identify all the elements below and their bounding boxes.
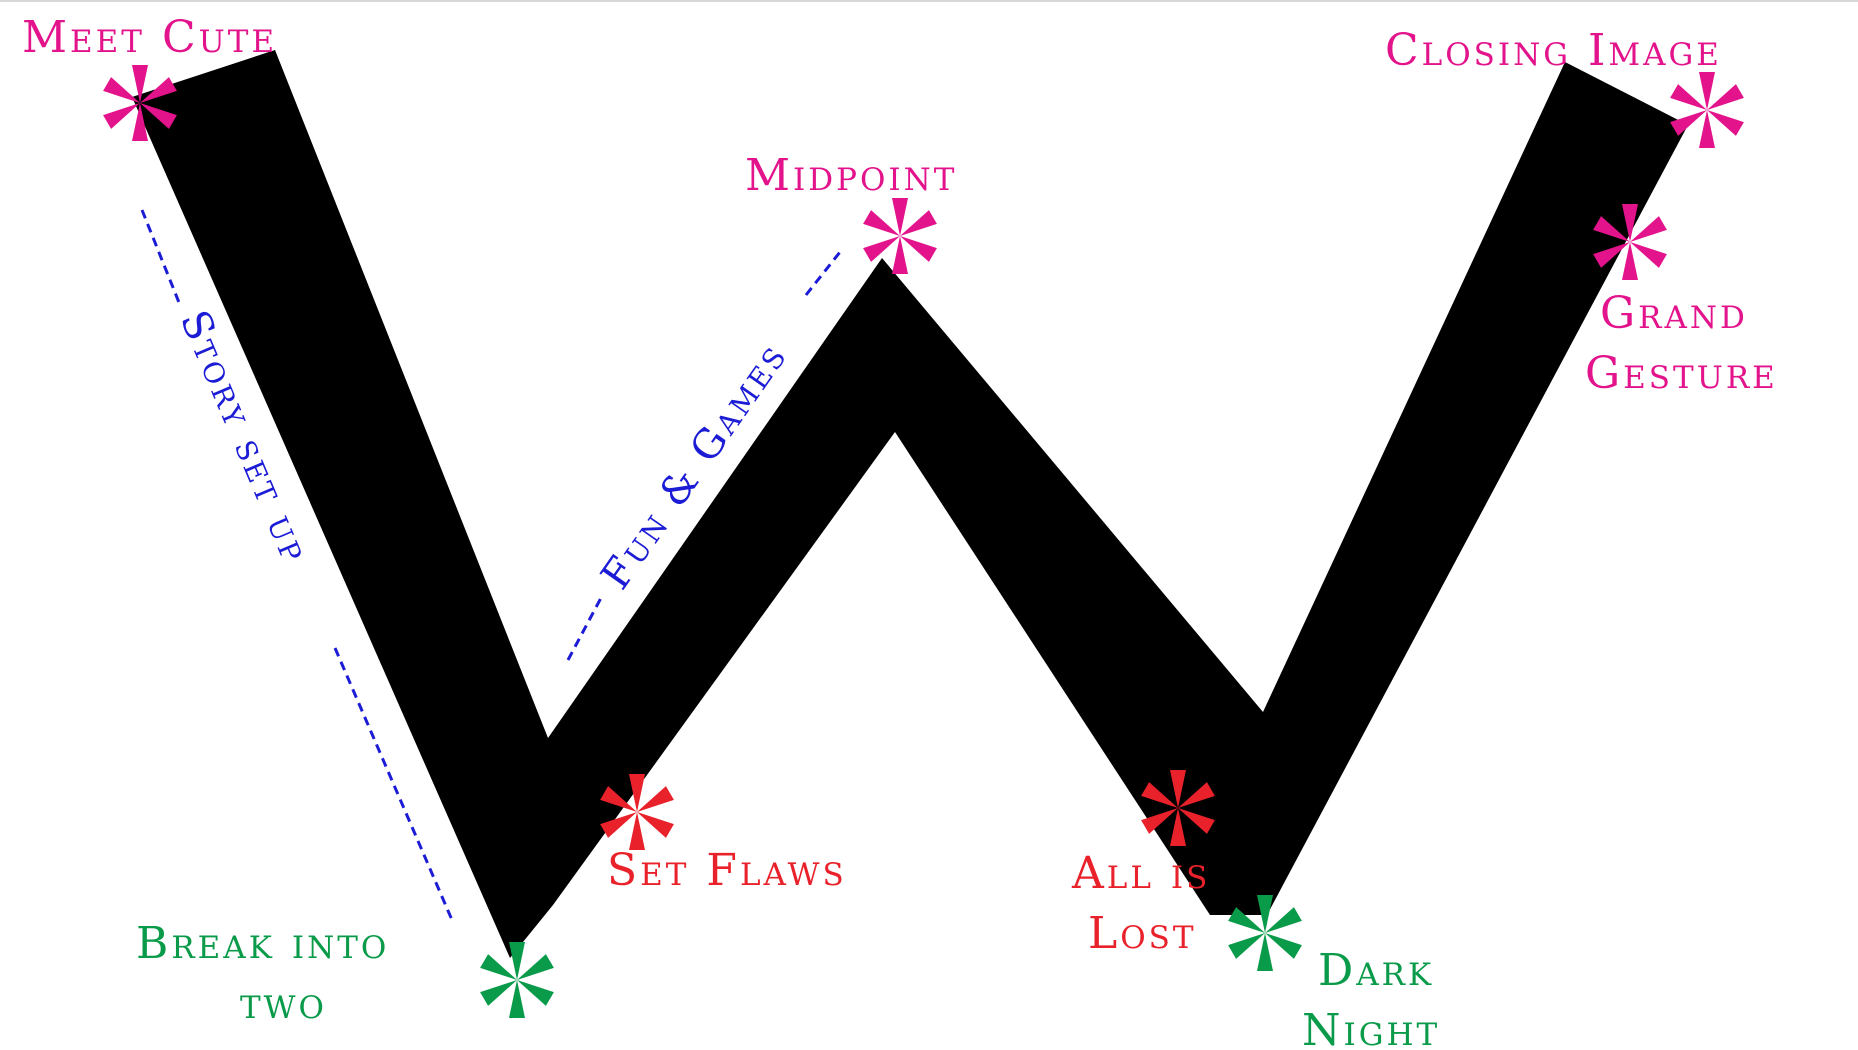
top-border xyxy=(0,0,1858,2)
set-flaws-label: Set Flaws xyxy=(607,845,847,896)
two-label: two xyxy=(240,978,327,1029)
lost-label: Lost xyxy=(1088,908,1197,959)
w-shape xyxy=(132,50,1688,958)
closing-image-label: Closing Image xyxy=(1385,25,1722,76)
grand-label: Grand xyxy=(1600,288,1748,339)
midpoint-burst-icon xyxy=(863,198,937,274)
fun-and-games-line xyxy=(566,251,842,661)
gesture-label: Gesture xyxy=(1585,348,1778,399)
story-set-up-line xyxy=(140,209,454,921)
break-into-two-burst-icon xyxy=(480,942,554,1018)
break-into-label: Break into xyxy=(136,918,389,969)
all-is-label: All is xyxy=(1071,848,1210,899)
dark-label: Dark xyxy=(1318,945,1434,996)
meet-cute-label: Meet Cute xyxy=(22,12,277,63)
night-label: Night xyxy=(1302,1005,1440,1050)
midpoint-label: Midpoint xyxy=(745,150,957,201)
